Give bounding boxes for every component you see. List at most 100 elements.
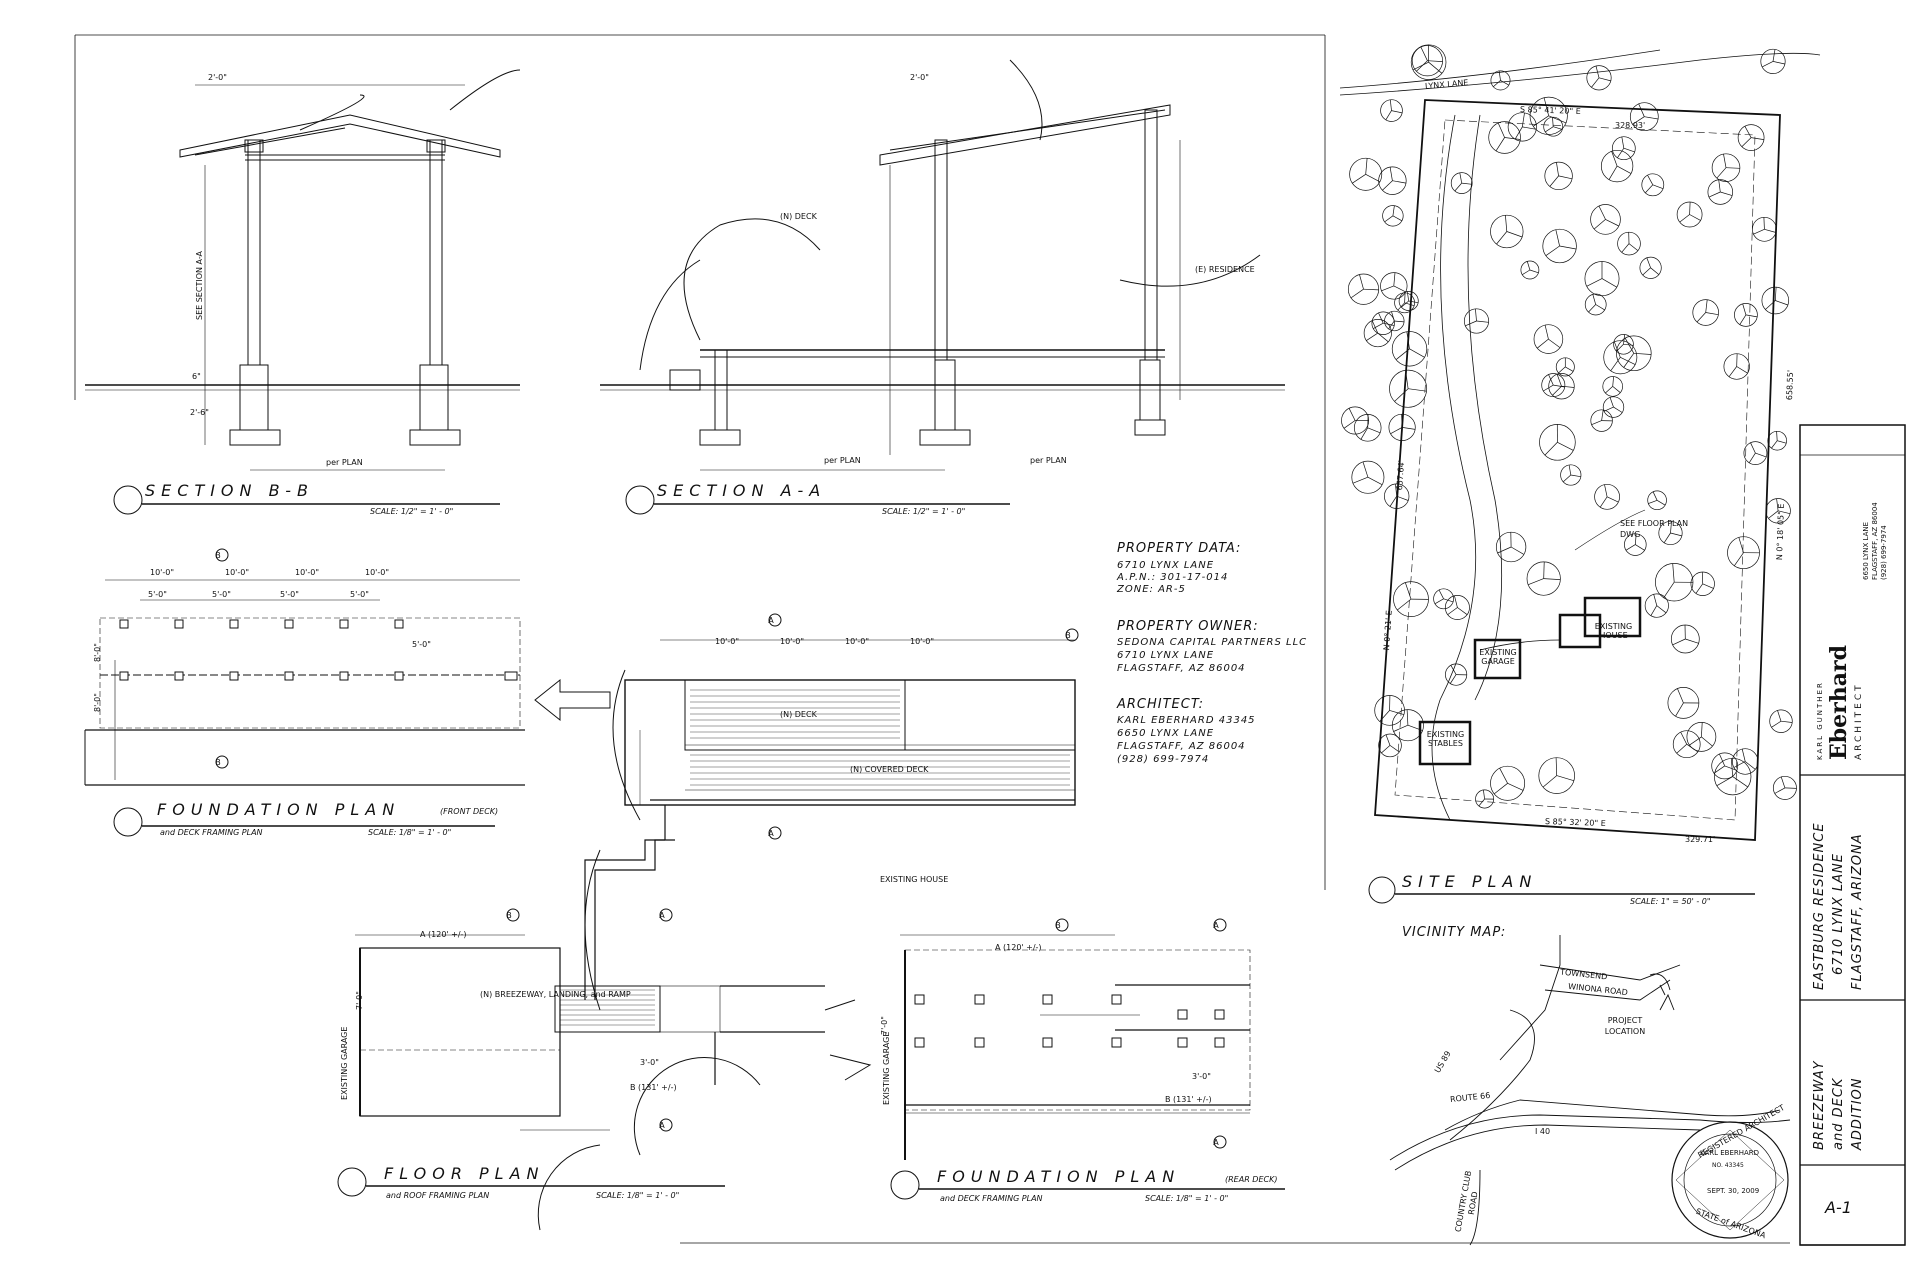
grid-marker (215, 548, 229, 562)
deck-plan-drawing (584, 639, 1076, 1011)
tree-symbol (1380, 272, 1408, 300)
tree-symbol (1539, 424, 1576, 461)
tree-symbol (1382, 205, 1404, 227)
tree-symbol (1495, 531, 1527, 563)
tree-symbol (1507, 112, 1537, 142)
tree-symbol (1611, 136, 1636, 161)
tree-symbol (1347, 273, 1380, 305)
floor-plan-scale: SCALE: 1/8" = 1' - 0" (596, 1191, 680, 1200)
n-deck-label: (N) DECK (780, 710, 817, 719)
foundation-rear-piers (914, 994, 1225, 1048)
tree-symbol (1351, 460, 1385, 494)
site-plan-trees (1341, 44, 1797, 809)
tree-symbol (1533, 324, 1564, 354)
property-data-line: A.P.N.: 301-17-014 (1117, 572, 1229, 583)
property-owner-line: 6710 LYNX LANE (1117, 650, 1215, 661)
vicinity-heading: VICINITY MAP: (1402, 925, 1507, 940)
foundation-rear-title: FOUNDATION PLAN (937, 1167, 1181, 1186)
floor-plan-drawing (355, 934, 825, 1231)
residence-label: (E) RESIDENCE (1195, 265, 1255, 274)
tree-symbol (1594, 483, 1620, 510)
dim-10-0: 10'-0" (845, 637, 870, 646)
tree-symbol (1555, 357, 1575, 377)
tree-symbol (1767, 430, 1787, 451)
tree-symbol (1542, 228, 1577, 264)
foundation-rear-drawing (824, 934, 1251, 1160)
dim-8-0: 8'-0" (93, 693, 102, 712)
section-bb-marker (113, 485, 143, 515)
site-plan-marker (1368, 876, 1396, 904)
tree-symbol (1378, 733, 1402, 758)
tree-symbol (1374, 695, 1405, 726)
grid-marker-letter: B (215, 551, 221, 560)
grid-marker-letter: A (659, 911, 665, 920)
tree-symbol (1560, 464, 1582, 486)
section-bb-drawing (85, 69, 521, 471)
tree-symbol (1378, 166, 1407, 195)
breezeway-label: (N) BREEZEWAY, LANDING, and RAMP (480, 990, 631, 999)
tree-symbol (1384, 310, 1405, 332)
tree-symbol (1737, 124, 1765, 151)
dim-5-0: 5'-0" (212, 590, 231, 599)
grid-marker (215, 755, 229, 769)
scope-line: ADDITION (1850, 1077, 1865, 1150)
tree-symbol (1475, 789, 1495, 809)
section-bb-scale: SCALE: 1/2" = 1' - 0" (370, 507, 454, 516)
tree-symbol (1676, 201, 1703, 228)
tree-symbol (1584, 261, 1620, 297)
floor-plan-hatch (560, 989, 655, 1026)
section-aa-drawing (600, 59, 1285, 471)
tree-symbol (1584, 293, 1607, 316)
site-plan-title: SITE PLAN (1402, 872, 1538, 891)
dist-bottom: 329.71' (1685, 835, 1716, 844)
tree-symbol (1393, 581, 1429, 617)
sheet-number: A-1 (1825, 1198, 1852, 1217)
vicinity-map-drawing (1389, 935, 1791, 1246)
architect-seal (1671, 1121, 1789, 1239)
tree-symbol (1772, 775, 1797, 800)
direction-arrow (534, 678, 611, 722)
site-plan-drawing (1339, 49, 1821, 841)
tree-symbol (1544, 161, 1573, 191)
firm-address-line: FLAGSTAFF, AZ 86004 (1871, 502, 1879, 580)
tree-symbol (1490, 70, 1511, 91)
grid-marker (1213, 1135, 1227, 1149)
tree-symbol (1711, 752, 1739, 780)
property-owner-line: SEDONA CAPITAL PARTNERS LLC (1117, 637, 1308, 648)
grid-marker-letter: A (768, 616, 774, 625)
tree-symbol (1686, 722, 1717, 752)
tree-symbol (1769, 709, 1793, 733)
tree-symbol (1363, 319, 1392, 348)
project-line: FLAGSTAFF, ARIZONA (1850, 833, 1865, 990)
grid-marker (506, 908, 520, 922)
tree-symbol (1394, 292, 1415, 314)
tree-symbol (1602, 376, 1623, 397)
tree-symbol (1444, 595, 1470, 620)
grid-marker-letter: B (1055, 921, 1061, 930)
tree-symbol (1600, 149, 1634, 183)
property-data-heading: PROPERTY DATA: (1117, 541, 1242, 556)
tree-symbol (1765, 498, 1791, 524)
grid-marker (768, 613, 782, 627)
foundation-rear-marker (890, 1170, 920, 1200)
tree-symbol (1490, 765, 1526, 801)
i40-label: I 40 (1535, 1127, 1551, 1136)
site-plan-scale: SCALE: 1" = 50' - 0" (1630, 897, 1711, 906)
tree-symbol (1410, 44, 1447, 80)
grid-marker-letter: A (1213, 1138, 1219, 1147)
tree-symbol (1613, 334, 1634, 355)
tree-symbol (1398, 291, 1419, 311)
firm-small: KARL GUNTHER (1816, 681, 1824, 760)
tree-symbol (1672, 730, 1701, 759)
tree-symbol (1692, 299, 1719, 326)
tree-symbol (1723, 353, 1750, 380)
tree-symbol (1727, 536, 1760, 570)
grid-marker (1065, 628, 1079, 642)
floor-plan-marker (337, 1167, 367, 1197)
dim-2-0-bb: 2'-0" (208, 73, 227, 82)
site-existing-garage: EXISTING GARAGE (1479, 648, 1517, 666)
per-plan-bb: per PLAN (326, 458, 363, 467)
dim-5-0: 5'-0" (148, 590, 167, 599)
property-owner-line: FLAGSTAFF, AZ 86004 (1117, 663, 1246, 674)
foundation-front-scale: SCALE: 1/8" = 1' - 0" (368, 828, 452, 837)
